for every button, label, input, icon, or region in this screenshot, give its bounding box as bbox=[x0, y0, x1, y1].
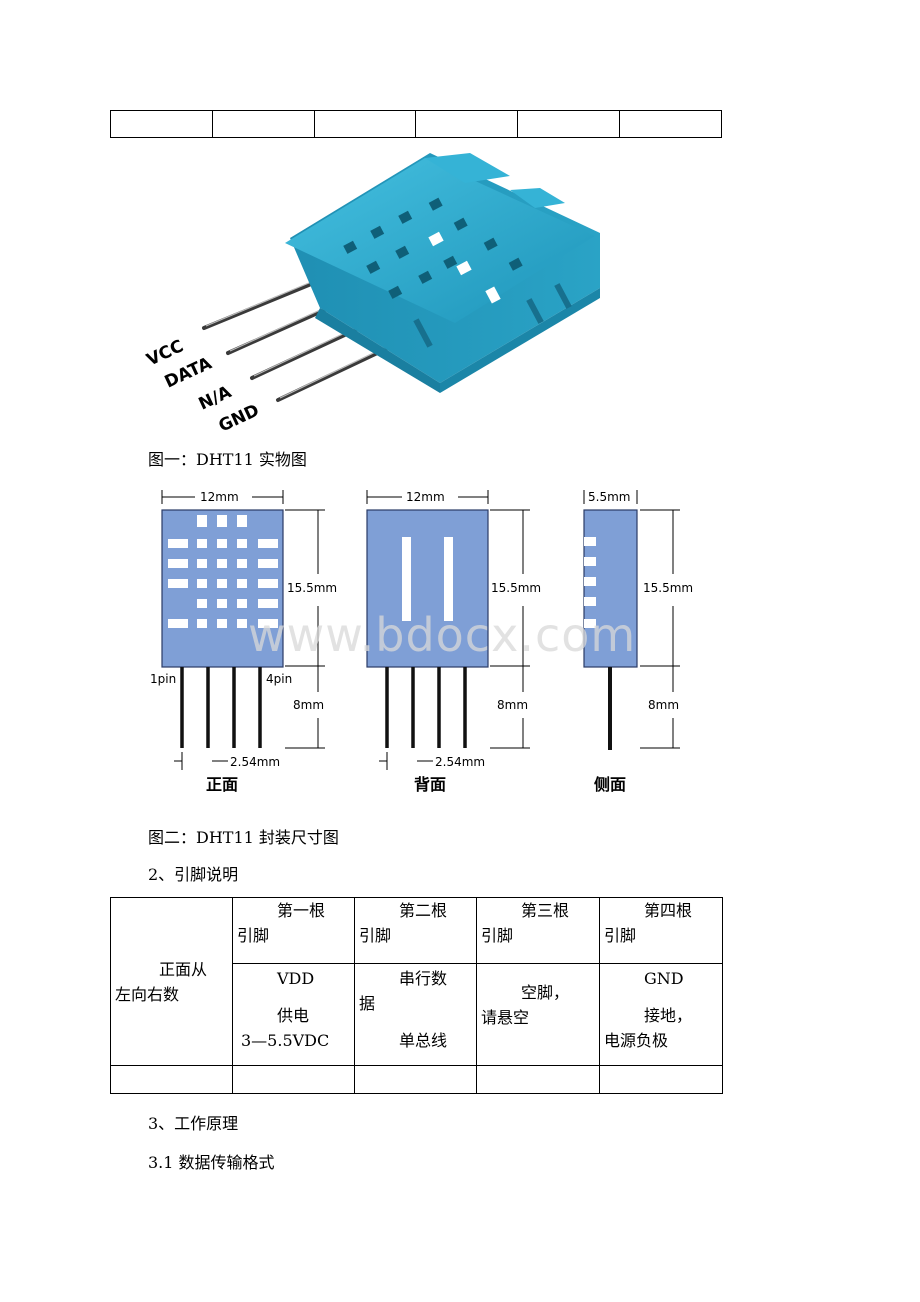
side-height-label: 15.5mm bbox=[643, 581, 693, 595]
back-view-pins bbox=[385, 667, 467, 748]
back-view-label: 背面 bbox=[414, 775, 446, 794]
pin1-desc-cell: VDD 供电 3—5.5VDC bbox=[232, 963, 355, 1066]
pin4-desc-cell: GND 接地， 电源负极 bbox=[599, 963, 723, 1066]
pin4-label: 4pin bbox=[266, 672, 292, 686]
back-width-label: 12mm bbox=[406, 490, 445, 504]
table-cell bbox=[476, 1065, 600, 1094]
pin-label-gnd: GND bbox=[216, 401, 263, 437]
table-cell bbox=[110, 110, 213, 138]
table-cell bbox=[619, 110, 722, 138]
row-header-line-2: 左向右数 bbox=[115, 984, 180, 1004]
empty-table-top bbox=[110, 110, 722, 138]
table-cell bbox=[415, 110, 519, 138]
pin1-name-line-1: 第一根 bbox=[277, 901, 326, 920]
pin3-name-cell: 第三根 引脚 bbox=[476, 897, 600, 964]
section-2-heading: 2、引脚说明 bbox=[148, 865, 239, 884]
section-3-heading: 3、工作原理 bbox=[148, 1114, 239, 1133]
table-cell bbox=[313, 110, 417, 138]
pin1-desc-line-1: VDD bbox=[277, 969, 315, 988]
figure1-caption: 图一：DHT11 实物图 bbox=[148, 450, 307, 469]
pin4-desc-line-3: 电源负极 bbox=[604, 1031, 669, 1050]
row-header-cell: 正面从 左向右数 bbox=[110, 897, 233, 1066]
pin-description-table: 正面从 左向右数 第一根 引脚 第二根 引脚 第三根 引脚 第四根 引脚 VDD… bbox=[110, 897, 723, 1094]
pin4-desc-line-2: 接地， bbox=[644, 1006, 693, 1025]
front-height-label: 15.5mm bbox=[287, 581, 337, 595]
pin2-desc-line-2: 据 bbox=[359, 994, 376, 1013]
back-pin-length-label: 8mm bbox=[497, 698, 528, 712]
figure2-caption: 图二：DHT11 封装尺寸图 bbox=[148, 828, 339, 847]
back-view-body bbox=[366, 509, 489, 668]
pin3-name-line-2: 引脚 bbox=[481, 926, 514, 945]
dht11-dimension-drawing: 12mm 12mm 5.5mm 15.5mm 15.5mm 15.5mm 8mm… bbox=[150, 490, 693, 794]
pin-label-na: N/A bbox=[196, 382, 236, 415]
pin1-desc-line-2: 供电 bbox=[277, 1006, 310, 1025]
section-3-1-heading: 3.1 数据传输格式 bbox=[148, 1153, 275, 1172]
table-cell bbox=[211, 110, 315, 138]
pin-label-group: VCC DATA N/A GND bbox=[144, 336, 263, 436]
pin3-name-line-1: 第三根 bbox=[521, 901, 570, 920]
back-pitch-label: 2.54mm bbox=[435, 755, 485, 769]
pin2-name-cell: 第二根 引脚 bbox=[354, 897, 477, 964]
sensor-vent-holes bbox=[343, 197, 523, 299]
pin2-desc-line-1: 串行数 bbox=[399, 969, 448, 988]
pin4-desc-line-1: GND bbox=[644, 969, 684, 988]
row-header-line-1: 正面从 bbox=[159, 959, 208, 979]
front-view-holes bbox=[168, 515, 278, 628]
front-view-pins bbox=[180, 667, 262, 748]
table-cell bbox=[110, 1065, 233, 1094]
pin1-name-line-2: 引脚 bbox=[237, 926, 270, 945]
pin1-name-cell: 第一根 引脚 bbox=[232, 897, 355, 964]
pin4-name-line-2: 引脚 bbox=[604, 926, 637, 945]
pin1-desc-line-3: 3—5.5VDC bbox=[241, 1031, 330, 1050]
side-width-label: 5.5mm bbox=[588, 490, 630, 504]
front-width-label: 12mm bbox=[200, 490, 239, 504]
front-view-label: 正面 bbox=[206, 775, 238, 794]
pin4-name-line-1: 第四根 bbox=[644, 901, 693, 920]
pin2-desc-cell: 串行数 据 单总线 bbox=[354, 963, 477, 1066]
pin3-desc-line-2: 请悬空 bbox=[481, 1008, 530, 1027]
side-pin-length-label: 8mm bbox=[648, 698, 679, 712]
front-pin-length-label: 8mm bbox=[293, 698, 324, 712]
watermark: www.bdocx.com bbox=[248, 608, 637, 662]
front-pitch-label: 2.54mm bbox=[230, 755, 280, 769]
pin4-name-cell: 第四根 引脚 bbox=[599, 897, 723, 964]
pin2-name-line-1: 第二根 bbox=[399, 901, 448, 920]
pin3-desc-cell: 空脚， 请悬空 bbox=[476, 963, 600, 1066]
table-cell bbox=[517, 110, 621, 138]
front-view-body bbox=[161, 509, 284, 668]
back-height-label: 15.5mm bbox=[491, 581, 541, 595]
table-cell bbox=[354, 1065, 477, 1094]
table-cell bbox=[232, 1065, 355, 1094]
side-view-label: 侧面 bbox=[594, 775, 626, 794]
table-cell bbox=[599, 1065, 723, 1094]
pin2-desc-line-3: 单总线 bbox=[399, 1031, 448, 1050]
dht11-photo: VCC DATA N/A GND bbox=[144, 153, 600, 437]
pin3-desc-line-1: 空脚， bbox=[521, 983, 570, 1002]
pin1-label: 1pin bbox=[150, 672, 176, 686]
pin2-name-line-2: 引脚 bbox=[359, 926, 392, 945]
